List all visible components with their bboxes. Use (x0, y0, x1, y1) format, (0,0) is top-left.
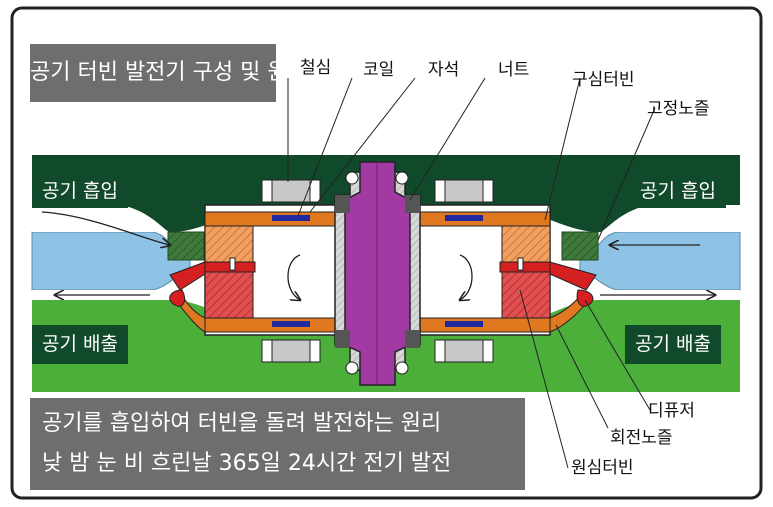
coil-top-left (272, 215, 310, 221)
nut-left (335, 195, 350, 213)
spherical-turbine-left (204, 225, 254, 265)
spherical-turbine-right (501, 225, 551, 265)
air-exhaust-left: 공기 배출 (32, 325, 128, 364)
nut-right (405, 195, 420, 213)
air-flow-channel-right (579, 231, 741, 291)
label-fixed-nozzle: 고정노즐 (647, 99, 710, 119)
air-intake-right: 공기 흡입 (630, 175, 726, 208)
air-exhaust-left-text: 공기 배출 (42, 333, 118, 355)
air-intake-right-text: 공기 흡입 (640, 180, 716, 202)
iron-core-bottom-right (444, 339, 484, 363)
fixed-nozzle-right (561, 231, 599, 261)
description-caption: 공기를 흡입하여 터빈을 돌려 발전하는 원리 낮 밤 눈 비 흐린날 365일… (30, 398, 525, 490)
iron-core-top-right (444, 179, 484, 203)
air-intake-left: 공기 흡입 (32, 175, 128, 208)
description-line-1: 공기를 흡입하여 터빈을 돌려 발전하는 원리 (42, 411, 442, 436)
air-exhaust-right: 공기 배출 (625, 325, 721, 364)
label-iron-core: 철심 (300, 58, 332, 78)
description-line-2: 낮 밤 눈 비 흐린날 365일 24시간 전기 발전 (42, 451, 452, 476)
coil-bottom-right (445, 321, 483, 327)
label-centrifugal-turbine: 원심터빈 (571, 458, 634, 478)
iron-core-bottom-left (271, 339, 311, 363)
label-diffuser: 디퓨저 (648, 401, 695, 421)
rotation-arrow-left (287, 254, 300, 300)
coil-top-right (445, 215, 483, 221)
centrifugal-turbine-left (204, 271, 254, 319)
fixed-nozzle-left (167, 231, 205, 261)
page-title: 공기 터빈 발전기 구성 및 원리 (30, 44, 308, 102)
leader-lines (287, 77, 656, 469)
label-magnet: 자석 (428, 60, 460, 80)
label-spherical-turbine: 구심터빈 (572, 70, 635, 90)
rotating-nozzle-left (169, 261, 206, 291)
page-title-text: 공기 터빈 발전기 구성 및 원리 (30, 60, 308, 85)
rotation-arrow-right (460, 254, 473, 300)
air-intake-left-text: 공기 흡입 (42, 180, 118, 202)
label-coil: 코일 (363, 60, 395, 80)
air-exhaust-right-text: 공기 배출 (635, 333, 711, 355)
label-nut: 너트 (498, 60, 530, 80)
rotating-nozzle-right (549, 261, 597, 291)
label-rotating-nozzle: 회전노즐 (610, 428, 673, 448)
air-flow-channel (31, 231, 191, 291)
intake-arrow-left (41, 211, 170, 245)
coil-bottom-left (272, 321, 310, 327)
